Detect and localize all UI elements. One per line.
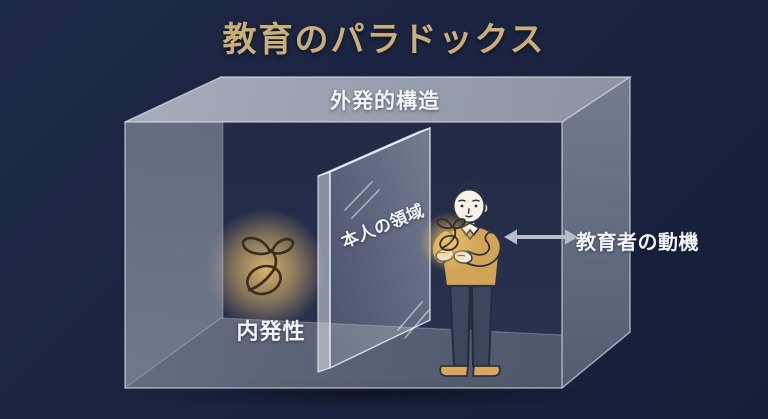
person-figure (421, 181, 502, 377)
intrinsic-label: 内発性 (236, 319, 306, 344)
sprout-icon (241, 236, 295, 296)
double-arrow-icon (504, 229, 578, 245)
page-title: 教育のパラドックス (222, 20, 546, 60)
box-top-label: 外発的構造 (330, 90, 440, 113)
sprout-glow (205, 208, 327, 330)
educator-label: 教育者の動機 (576, 232, 699, 254)
glass-panel (317, 126, 431, 373)
sprout-icon (436, 218, 466, 252)
